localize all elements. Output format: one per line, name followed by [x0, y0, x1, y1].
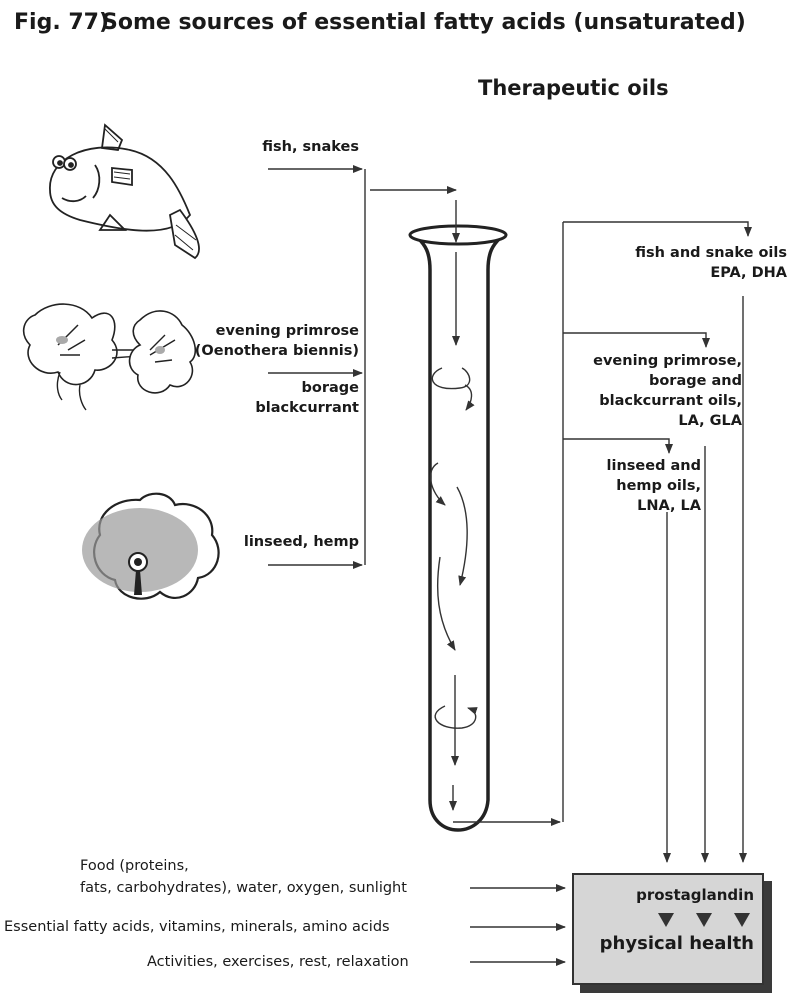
input-label-food-line1: Food (proteins,	[80, 858, 189, 874]
down-triangle-icon	[734, 913, 750, 927]
source-label-linseed: linseed, hemp	[243, 534, 359, 550]
figure-title: Some sources of essential fatty acids (u…	[102, 10, 746, 35]
source-label-primrose-line2: (Oenothera biennis)	[194, 343, 359, 359]
linseed-flower-icon	[82, 492, 220, 600]
oil-label-primrose-line3: blackcurrant oils,	[599, 393, 742, 409]
source-label-blackcurrant-line: blackcurrant	[255, 400, 359, 416]
result-box: prostaglandin physical health	[572, 873, 764, 985]
down-triangle-icon	[696, 913, 712, 927]
oil-label-linseed: linseed and hemp oils, LNA, LA	[501, 456, 701, 516]
oil-label-primrose-line1: evening primrose,	[593, 353, 742, 369]
input-label-food-line2: fats, carbohydrates), water, oxygen, sun…	[80, 880, 407, 896]
down-triangle-icon	[658, 913, 674, 927]
source-label-primrose: evening primrose (Oenothera biennis)	[139, 321, 359, 361]
oil-label-primrose-line2: borage and	[648, 373, 742, 389]
source-label-fish: fish, snakes	[262, 139, 359, 155]
figure-subtitle: Therapeutic oils	[478, 76, 669, 100]
oil-label-fish: fish and snake oils EPA, DHA	[567, 243, 787, 283]
source-label-borage: borage blackcurrant	[139, 378, 359, 418]
oil-label-linseed-line3: LNA, LA	[637, 498, 701, 514]
oil-label-primrose-line4: LA, GLA	[678, 413, 742, 429]
input-label-nutrients: Essential fatty acids, vitamins, mineral…	[4, 919, 390, 935]
oil-label-fish-line1: fish and snake oils	[635, 245, 787, 261]
source-label-primrose-line1: evening primrose	[215, 323, 359, 339]
source-label-borage-line: borage	[301, 380, 360, 396]
oil-label-linseed-line2: hemp oils,	[616, 478, 701, 494]
fish-icon	[49, 123, 200, 260]
oil-label-primrose: evening primrose, borage and blackcurran…	[522, 351, 742, 431]
input-label-activities: Activities, exercises, rest, relaxation	[147, 954, 409, 970]
figure-number: Fig. 77)	[14, 10, 110, 35]
physical-health-label: physical health	[599, 933, 754, 954]
prostaglandin-label: prostaglandin	[636, 886, 754, 904]
oil-label-fish-line2: EPA, DHA	[710, 265, 787, 281]
oil-label-linseed-line1: linseed and	[606, 458, 701, 474]
primrose-flower-icon	[22, 303, 197, 411]
test-tube-icon	[408, 200, 508, 832]
